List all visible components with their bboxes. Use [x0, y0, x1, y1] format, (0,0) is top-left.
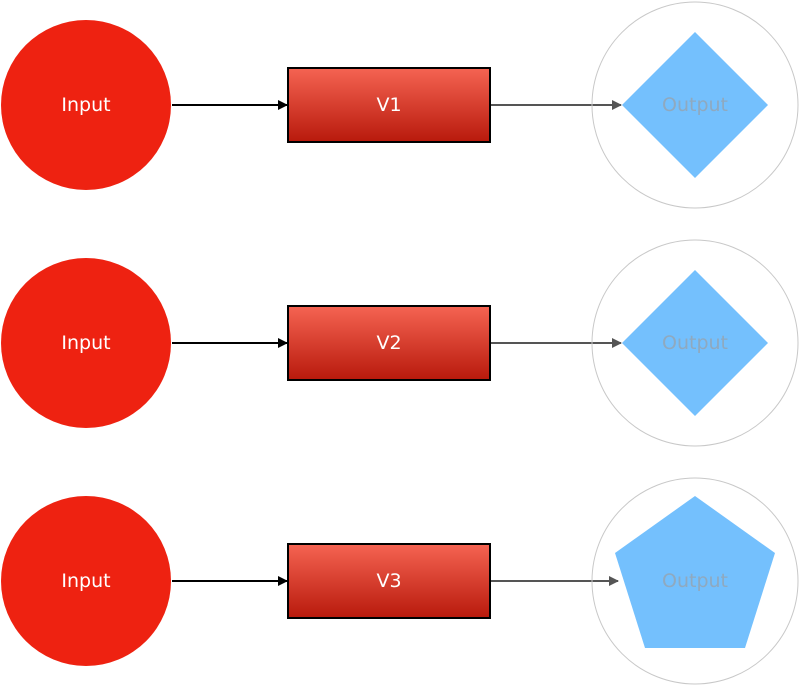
input-node [1, 496, 171, 666]
output-label: Output [662, 570, 728, 592]
output-ring [591, 1, 799, 209]
input-node [1, 20, 171, 190]
flow-row-2: Input V2 Output [1, 239, 799, 447]
input-label: Input [61, 332, 110, 354]
output-ring [591, 477, 799, 685]
version-box [287, 543, 491, 619]
output-ring [591, 239, 799, 447]
input-node [1, 258, 171, 428]
output-diamond [622, 270, 768, 416]
version-label: V3 [376, 570, 401, 592]
output-pentagon [615, 496, 775, 648]
input-label: Input [61, 94, 110, 116]
output-diamond [622, 32, 768, 178]
output-label: Output [662, 94, 728, 116]
version-label: V1 [376, 94, 401, 116]
flow-row-1: Input V1 Output [1, 1, 799, 209]
input-label: Input [61, 570, 110, 592]
output-label: Output [662, 332, 728, 354]
flow-row-3: Input V3 Output [1, 477, 799, 685]
version-label: V2 [376, 332, 401, 354]
version-box [287, 305, 491, 381]
version-box [287, 67, 491, 143]
